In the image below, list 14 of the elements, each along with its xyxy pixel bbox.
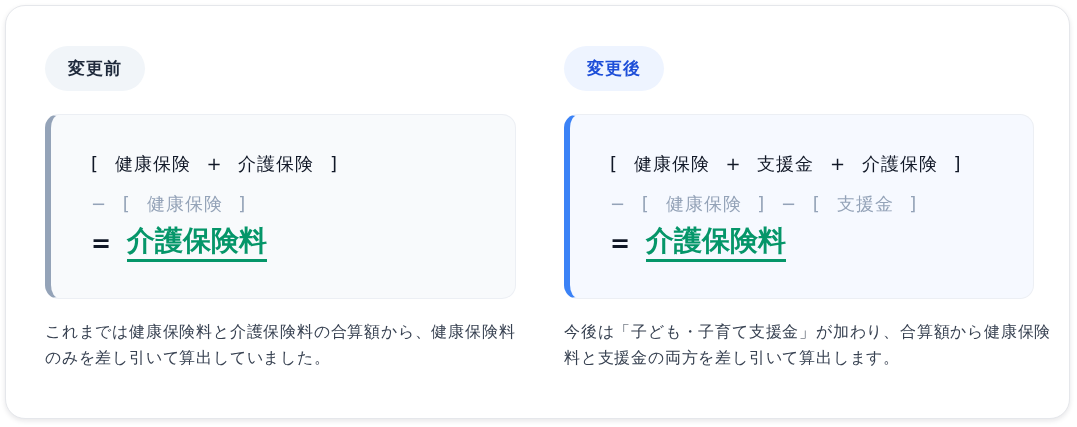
formula-panel xyxy=(45,114,516,299)
tag-pill: 変更後 xyxy=(564,46,664,91)
equals-sign: = xyxy=(91,229,112,259)
formula-line: [ 健康保険 + 支援金 + 介護保険 ] xyxy=(610,152,962,176)
formula-line: − [ 健康保険 ] − [ 支援金 ] xyxy=(610,192,918,216)
tag-pill: 変更前 xyxy=(45,46,145,91)
equals-sign: = xyxy=(610,229,631,259)
formula-line: [ 健康保険 + 介護保険 ] xyxy=(91,152,338,176)
formula-panel xyxy=(564,114,1034,299)
result-term: 介護保険料 xyxy=(127,225,267,262)
formula-line: − [ 健康保険 ] xyxy=(91,192,247,216)
description-text: これまでは健康保険料と介護保険料の合算額から、健康保険料のみを差し引いて算出していました。 xyxy=(45,322,517,369)
result-term: 介護保険料 xyxy=(646,225,786,262)
description-text: 今後は「子ども・子育て支援金」が加わり、合算額から健康保険料と支援金の両方を差し引いて算出します。 xyxy=(564,322,1053,369)
